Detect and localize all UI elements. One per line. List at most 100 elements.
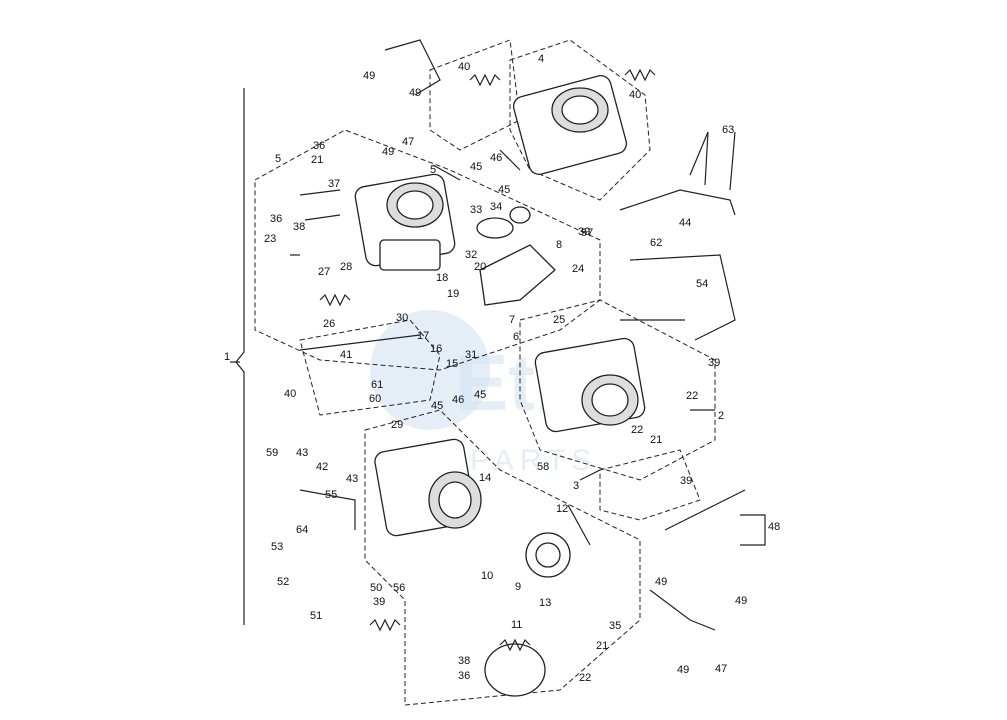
callout-label: 62: [650, 237, 662, 249]
throttle-linkages: [299, 39, 746, 631]
callout-label: 13: [539, 597, 551, 609]
callout-label: 5: [430, 164, 436, 176]
callout-label: 34: [490, 201, 502, 213]
callout-label: 3: [573, 480, 579, 492]
callout-label: 49: [655, 576, 667, 588]
carburetor-middle-right: [534, 337, 646, 433]
callout-label: 28: [340, 261, 352, 273]
callout-label: 60: [369, 393, 381, 405]
callout-label: 55: [325, 489, 337, 501]
callout-label: 35: [609, 620, 621, 632]
callout-label: 36: [313, 140, 325, 152]
callout-label: 43: [296, 447, 308, 459]
callout-label: 24: [572, 263, 584, 275]
callout-label: 2: [718, 410, 724, 422]
callout-label: 33: [470, 204, 482, 216]
callout-label: 49: [409, 87, 421, 99]
callout-label: 22: [579, 672, 591, 684]
callout-label: 49: [735, 595, 747, 607]
callout-label: 48: [768, 521, 780, 533]
leader-lines: [230, 131, 766, 546]
callout-label: 5: [275, 153, 281, 165]
watermark-logo-icon: [370, 310, 490, 430]
callout-label: 6: [513, 331, 519, 343]
callout-label: 38: [293, 221, 305, 233]
callout-label: 46: [490, 152, 502, 164]
callout-label: 63: [722, 124, 734, 136]
callout-label: 9: [515, 581, 521, 593]
callout-label: 23: [264, 233, 276, 245]
callout-label: 41: [340, 349, 352, 361]
callout-label: 36: [458, 670, 470, 682]
callout-label: 40: [629, 89, 641, 101]
callout-label: 39: [680, 475, 692, 487]
callout-label: 46: [452, 394, 464, 406]
callout-label: 21: [311, 154, 323, 166]
callout-label: 21: [596, 640, 608, 652]
callout-label: 32: [465, 249, 477, 261]
callout-label: 52: [277, 576, 289, 588]
callout-label: 58: [537, 461, 549, 473]
assembly-bracket: [235, 88, 245, 625]
callout-label: 47: [715, 663, 727, 675]
callout-label: 53: [271, 541, 283, 553]
callout-label: 57: [581, 227, 593, 239]
callout-label: 7: [509, 314, 515, 326]
callout-label: 1: [224, 351, 230, 363]
callout-label: 43: [346, 473, 358, 485]
callout-label: 27: [318, 266, 330, 278]
callout-label: 37: [328, 178, 340, 190]
callout-label: 21: [650, 434, 662, 446]
callout-label: 50: [370, 582, 382, 594]
callout-label: 38: [458, 655, 470, 667]
callout-label: 10: [481, 570, 493, 582]
callout-label: 30: [396, 312, 408, 324]
callout-label: 40: [458, 61, 470, 73]
callout-label: 4: [538, 53, 544, 65]
callout-label: 42: [316, 461, 328, 473]
callout-label: 14: [479, 472, 491, 484]
callout-label: 45: [474, 389, 486, 401]
callout-label: 49: [363, 70, 375, 82]
carburetor-lower-left: [374, 438, 482, 537]
callout-label: 64: [296, 524, 308, 536]
callout-label: 36: [270, 213, 282, 225]
callout-label: 22: [686, 390, 698, 402]
callout-label: 17: [417, 330, 429, 342]
callout-label: 45: [498, 184, 510, 196]
callout-label: 51: [310, 610, 322, 622]
carburetor-upper-right: [512, 75, 628, 175]
callout-label: 8: [556, 239, 562, 251]
callout-label: 31: [465, 349, 477, 361]
callout-label: 15: [446, 358, 458, 370]
springs: [319, 68, 656, 652]
callout-label: 18: [436, 272, 448, 284]
callout-label: 45: [470, 161, 482, 173]
callout-label: 22: [631, 424, 643, 436]
callout-label: 26: [323, 318, 335, 330]
callout-label: 61: [371, 379, 383, 391]
callout-label: 45: [431, 400, 443, 412]
diaphragm-parts: [476, 206, 571, 697]
callout-label: 25: [553, 314, 565, 326]
callout-label: 39: [708, 357, 720, 369]
callout-label: 39: [373, 596, 385, 608]
callout-label: 11: [511, 619, 522, 631]
callout-label: 49: [382, 146, 394, 158]
assembly-outlines: [254, 39, 716, 706]
callout-label: 59: [266, 447, 278, 459]
callout-label: 56: [393, 582, 405, 594]
callout-label: 12: [556, 503, 568, 515]
callout-label: 54: [696, 278, 708, 290]
callout-label: 16: [430, 343, 442, 355]
callout-label: 39: [578, 226, 590, 238]
callout-label: 44: [679, 217, 691, 229]
callout-labels: 1 2 3 4 5 5 6 7 8 9 10 11 12 13 14 15 16…: [224, 53, 780, 684]
callout-label: 19: [447, 288, 459, 300]
callout-label: 29: [391, 419, 403, 431]
callout-label: 47: [402, 136, 414, 148]
carburetor-upper-left: [354, 173, 456, 271]
callout-label: 40: [284, 388, 296, 400]
